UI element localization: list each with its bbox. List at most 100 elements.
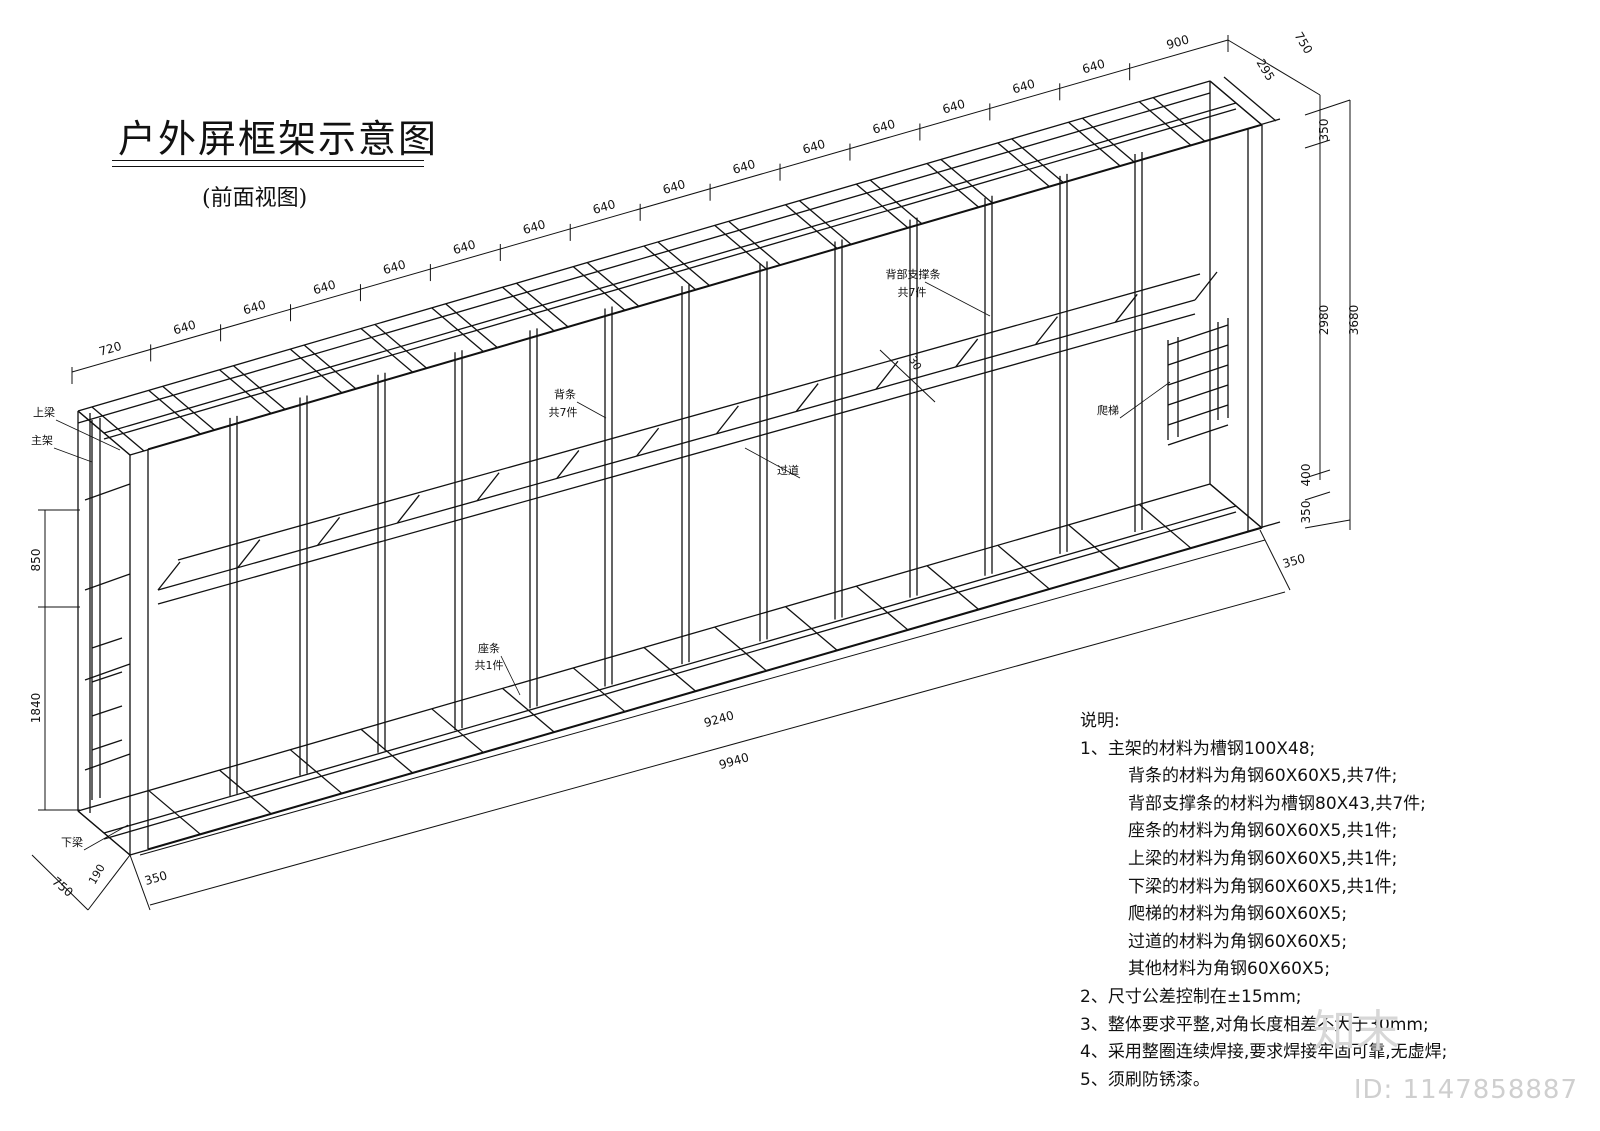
top-dimension-label: 640	[591, 197, 617, 217]
notes-heading: 说明:	[1080, 711, 1120, 731]
drawing-title: 户外屏框架示意图	[118, 117, 439, 161]
dimension-line	[1227, 39, 1321, 96]
dimension-label: 295	[1254, 57, 1278, 84]
walkway-rail	[157, 313, 1196, 605]
walkway-slat	[396, 494, 420, 524]
label-back-bar-count: 共7件	[549, 406, 578, 419]
left-ladder-rung	[91, 739, 123, 751]
dimension-label: 190	[86, 862, 108, 887]
top-dimension-label: 900	[1165, 32, 1191, 52]
ladder-rung	[1167, 344, 1229, 366]
top-dimension-label: 640	[381, 257, 407, 277]
label-upper-beam: 上梁	[33, 405, 55, 419]
label-back-support-count: 共7件	[898, 286, 927, 299]
left-ladder-rung	[91, 705, 123, 717]
ladder-rung	[1167, 424, 1229, 446]
dimension-tick	[1304, 491, 1331, 501]
leader-line	[500, 655, 521, 696]
note-line: 5、须刷防锈漆。	[1080, 1069, 1210, 1090]
front-top-beam	[147, 118, 1281, 450]
leader-line	[83, 824, 129, 851]
dimension-tick	[1304, 139, 1331, 149]
note-line: 座条的材料为角钢60X60X5,共1件;	[1128, 821, 1398, 842]
walkway-slat	[875, 360, 899, 390]
title-underline-2	[112, 166, 424, 167]
top-mid-rail	[103, 102, 1237, 434]
note-line: 过道的材料为角钢60X60X5;	[1128, 931, 1348, 952]
dimension-label: 30	[906, 354, 924, 373]
left-side-rung	[84, 753, 131, 771]
label-walkway: 过道	[777, 463, 799, 477]
label-seat-bar: 座条	[478, 641, 500, 655]
dimension-label: 2980	[1317, 305, 1331, 336]
note-line: 4、采用整圈连续焊接,要求焊接牢固可靠,无虚焊;	[1080, 1042, 1448, 1063]
label-lower-beam: 下梁	[61, 835, 83, 849]
walkway-slat	[955, 338, 979, 368]
dimension-label: 9940	[717, 750, 750, 772]
label-ladder: 爬梯	[1097, 404, 1119, 417]
walkway-slat	[715, 405, 739, 435]
dimension-label: 350	[1317, 119, 1331, 142]
note-line: 背部支撑条的材料为槽钢80X43,共7件;	[1128, 793, 1426, 814]
dimension-line	[87, 854, 131, 911]
title-underline	[112, 160, 424, 161]
walkway-slat	[476, 472, 500, 502]
leader-line	[744, 447, 801, 479]
top-cross-member	[1223, 76, 1277, 122]
dimension-line	[879, 349, 936, 403]
watermark-logo: 知末	[1312, 1006, 1400, 1057]
dimension-line	[31, 854, 89, 911]
top-dimension-label: 640	[871, 117, 897, 137]
left-side-rung	[84, 483, 131, 501]
top-dimension-label: 640	[801, 137, 827, 157]
bottom-mid-rail	[103, 511, 1237, 840]
top-dimension-label: 640	[941, 97, 967, 117]
note-line: 下梁的材料为角钢60X60X5,共1件;	[1128, 876, 1398, 897]
left-ladder-rung	[91, 637, 123, 649]
walkway-slat	[556, 450, 580, 479]
dimension-label: 9240	[702, 708, 735, 730]
label-seat-bar-count: 共1件	[475, 659, 504, 672]
note-line: 上梁的材料为角钢60X60X5,共1件;	[1128, 848, 1398, 869]
note-line: 1、主架的材料为槽钢100X48;	[1080, 738, 1316, 759]
dimension-label: 350	[1281, 551, 1307, 571]
back-top-beam	[77, 92, 1211, 424]
walkway-rail	[177, 273, 1201, 561]
top-mid-rail	[103, 108, 1237, 440]
dimension-line	[149, 591, 1286, 906]
dimension-label: 750	[1292, 30, 1316, 57]
top-dimension-label: 640	[731, 157, 757, 177]
leader-line	[924, 281, 991, 317]
walkway-slat	[157, 561, 181, 591]
label-back-support: 背部支撑条	[886, 267, 941, 281]
note-line: 2、尺寸公差控制在±15mm;	[1080, 986, 1302, 1007]
dimension-label: 400	[1299, 464, 1313, 487]
dimension-tick	[1304, 519, 1351, 529]
dimension-tick	[1304, 99, 1351, 116]
dimension-label: 750	[49, 874, 76, 899]
specification-notes: 说明: 1、主架的材料为槽钢100X48; 背条的材料为角钢60X60X5,共7…	[1080, 708, 1447, 1094]
leader-line	[576, 401, 607, 419]
front-bottom-beam	[147, 521, 1281, 850]
walkway-slat	[795, 383, 819, 412]
bottom-mid-rail	[103, 505, 1237, 834]
top-dimension-label: 640	[311, 277, 337, 297]
left-ladder-rung	[91, 671, 123, 683]
dimension-tick	[129, 854, 151, 911]
dimension-label: 3680	[1347, 305, 1361, 336]
ladder-rung	[1167, 364, 1229, 386]
label-back-bar: 背条	[554, 387, 576, 401]
left-side-rung	[84, 663, 131, 681]
leader-line	[1119, 381, 1171, 419]
dimension-line	[139, 539, 1266, 856]
dimension-tick	[1304, 469, 1331, 479]
top-dimension-label: 720	[97, 339, 123, 359]
walkway-slat	[1194, 271, 1218, 301]
walkway-slat	[1114, 293, 1138, 323]
walkway-slat	[237, 539, 261, 569]
leader-line	[53, 447, 93, 463]
label-main-frame: 主架	[31, 434, 53, 447]
top-dimension-label: 640	[451, 237, 477, 257]
left-side-rung	[84, 573, 131, 591]
